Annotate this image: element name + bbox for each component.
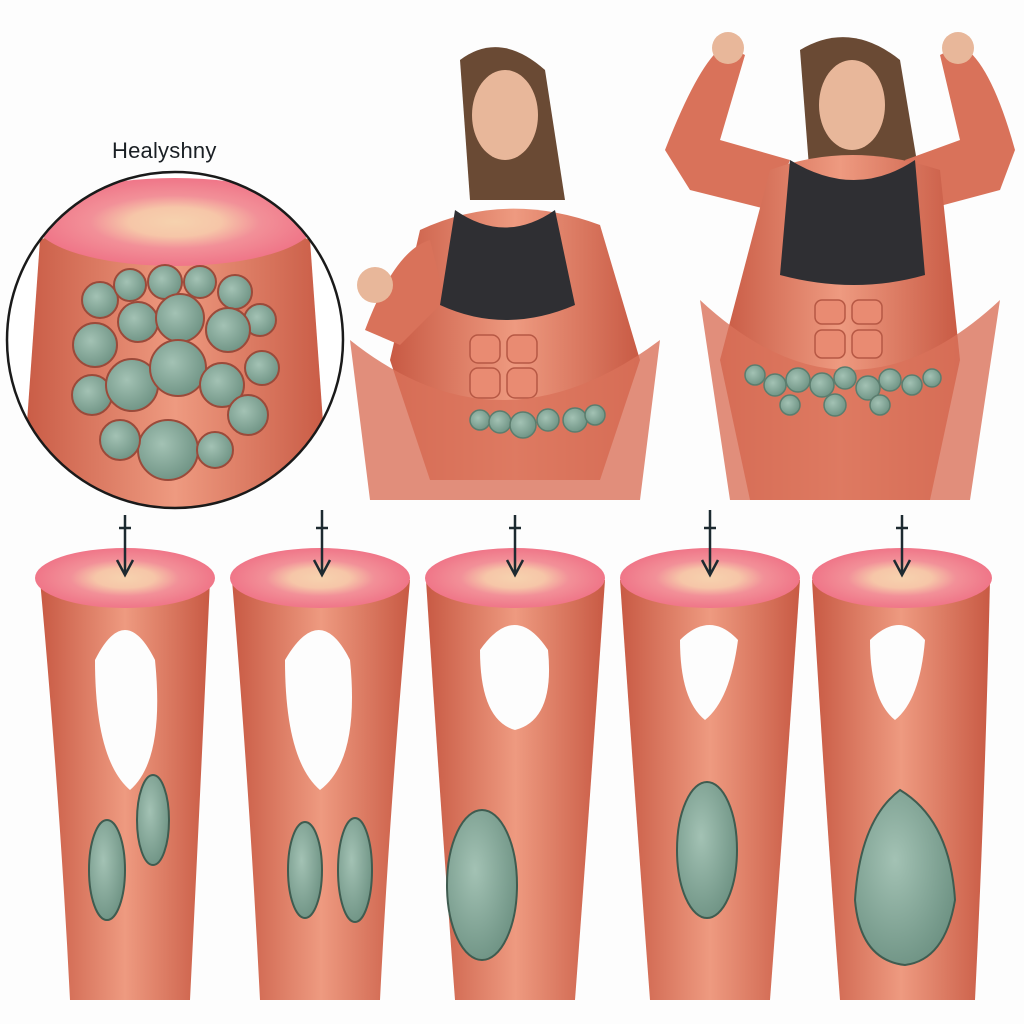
figure-right (665, 32, 1015, 500)
arrow-down-icon (505, 515, 525, 578)
muscle-segment-5 (812, 548, 992, 1000)
arrow-down-icon (312, 510, 332, 578)
muscle-segment-2 (230, 548, 410, 1000)
inset-circle (5, 170, 345, 510)
arrow-down-icon (892, 515, 912, 578)
muscle-segment-4 (620, 548, 800, 1000)
muscle-segment-3 (425, 548, 605, 1000)
figure-left (350, 47, 660, 500)
arrow-down-icon (115, 515, 135, 578)
diagram-label: Healyshny (112, 138, 217, 163)
arrow-down-icon (700, 510, 720, 578)
muscle-segment-1 (35, 548, 215, 1000)
